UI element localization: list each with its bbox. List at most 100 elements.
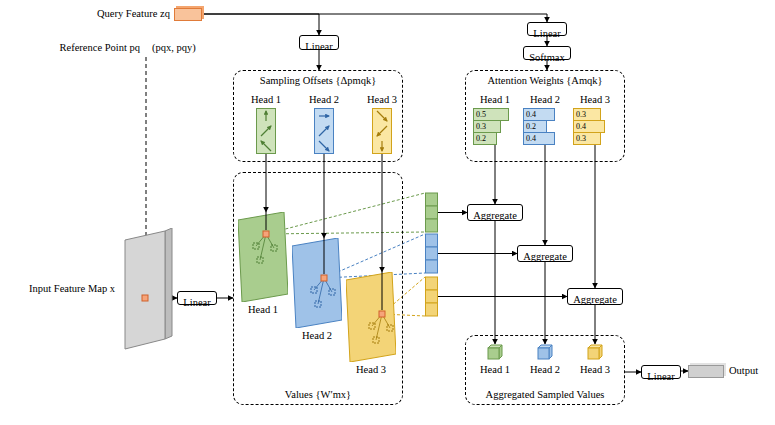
sampled-value-cell [426, 234, 438, 247]
query-feature: Query Feature zq [97, 6, 202, 22]
process-box: Aggregate [517, 245, 573, 262]
weight-bar: 0.3 [473, 120, 501, 133]
weight-head: Head 3 0.30.40.3 [573, 94, 617, 145]
box-label: Linear [533, 28, 560, 39]
value-map: Head 3 [346, 272, 396, 376]
sampled-value-cell [426, 303, 438, 316]
head-label: Head 3 [575, 364, 615, 376]
weight-value: 0.2 [474, 133, 496, 144]
weight-value: 0.4 [524, 109, 554, 120]
value-slab [292, 238, 342, 328]
reference-label: (pqx, pqy) [152, 42, 196, 54]
offset-arrows [372, 108, 392, 154]
reference-label: Reference Point pq [60, 42, 140, 54]
query-bar [174, 8, 202, 21]
offset-arrows [314, 108, 334, 154]
sample-leader [266, 193, 425, 234]
head-label: Head 2 [292, 330, 342, 342]
output-bar: Output [688, 364, 758, 378]
connector [595, 145, 596, 288]
weight-bar: 0.2 [523, 120, 547, 133]
weight-bar: 0.2 [473, 132, 497, 145]
weight-bar: 0.4 [523, 108, 555, 121]
group-title: Aggregated Sampled Values [466, 389, 624, 401]
query-label: Query Feature zq [97, 8, 170, 20]
box-label: Softmax [529, 52, 565, 63]
weight-value: 0.4 [574, 121, 604, 132]
sampled-value-cell [426, 206, 438, 219]
weight-value: 0.3 [574, 109, 600, 120]
value-map: Head 2 [292, 238, 342, 342]
box-label: Linear [183, 297, 210, 308]
weight-value: 0.2 [524, 121, 546, 132]
offset-arrows [256, 108, 276, 154]
cube-icon [587, 344, 603, 360]
head-label: Head 3 [346, 364, 396, 376]
head-label: Head 2 [525, 364, 565, 376]
head-label: Head 2 [309, 94, 339, 106]
box-label: Aggregate [573, 294, 617, 305]
offset-head: Head 1 [251, 94, 281, 154]
cube-icon [537, 344, 553, 360]
group-panel: Values {W′mx}Head 1Head 2Head 3 [233, 172, 403, 405]
connector [495, 145, 496, 204]
map-label: Input Feature Map x [29, 283, 115, 295]
connector [202, 14, 319, 35]
sampled-value-cell [426, 247, 438, 260]
connector [495, 221, 496, 344]
offset-head: Head 2 [309, 94, 339, 154]
weight-bar: 0.4 [523, 132, 555, 145]
offset-head: Head 3 [367, 94, 397, 154]
connector [324, 154, 325, 238]
connector [266, 154, 267, 212]
box-label: Aggregate [473, 210, 517, 221]
head-output: Head 3 [575, 344, 615, 376]
head-label: Head 1 [473, 94, 517, 106]
weight-bar: 0.4 [573, 120, 605, 133]
weight-head: Head 2 0.40.20.4 [523, 94, 567, 145]
process-box: Aggregate [467, 204, 523, 221]
head-label: Head 1 [475, 364, 515, 376]
head-output: Head 2 [525, 344, 565, 376]
box-label: Linear [647, 371, 674, 382]
head-label: Head 2 [523, 94, 567, 106]
value-slab [346, 272, 396, 362]
process-box: Linear [527, 22, 567, 36]
connector [681, 371, 688, 372]
sampled-value-cell [426, 260, 438, 273]
weight-bar: 0.3 [573, 132, 601, 145]
process-box: Linear [299, 35, 339, 50]
sample-arrow [438, 212, 467, 213]
process-box: Linear [641, 365, 681, 379]
cube-icon [487, 344, 503, 360]
sampled-value-cell [426, 219, 438, 232]
connector [217, 298, 233, 299]
connector [625, 372, 641, 373]
box-label: Aggregate [523, 251, 567, 262]
output-label: Output [729, 365, 758, 377]
weight-value: 0.3 [474, 121, 500, 132]
feature-map: Input Feature Map x [29, 228, 173, 350]
sampled-value-cell [426, 193, 438, 206]
weight-value: 0.3 [574, 133, 600, 144]
box-label: Linear [305, 41, 332, 52]
weight-value: 0.4 [524, 133, 554, 144]
group-panel: Attention Weights {Amqk}Head 10.50.30.2H… [465, 70, 625, 162]
group-panel: Sampling Offsets {Δpmqk} Head 1 Head 2 Head… [233, 70, 403, 162]
head-label: Head 3 [573, 94, 617, 106]
connector [202, 14, 547, 22]
value-slab [238, 212, 288, 302]
feature-slab [121, 228, 173, 350]
connector [545, 262, 546, 344]
head-output: Head 1 [475, 344, 515, 376]
sample-leader [266, 232, 425, 234]
weight-bar: 0.3 [573, 108, 601, 121]
group-title: Sampling Offsets {Δpmqk} [234, 75, 402, 87]
process-box: Softmax [523, 46, 571, 60]
process-box: Linear [177, 291, 217, 305]
connector [319, 50, 320, 70]
weight-head: Head 1 0.50.30.2 [473, 94, 517, 145]
weight-bar: 0.5 [473, 108, 509, 121]
group-title: Attention Weights {Amqk} [466, 75, 624, 87]
